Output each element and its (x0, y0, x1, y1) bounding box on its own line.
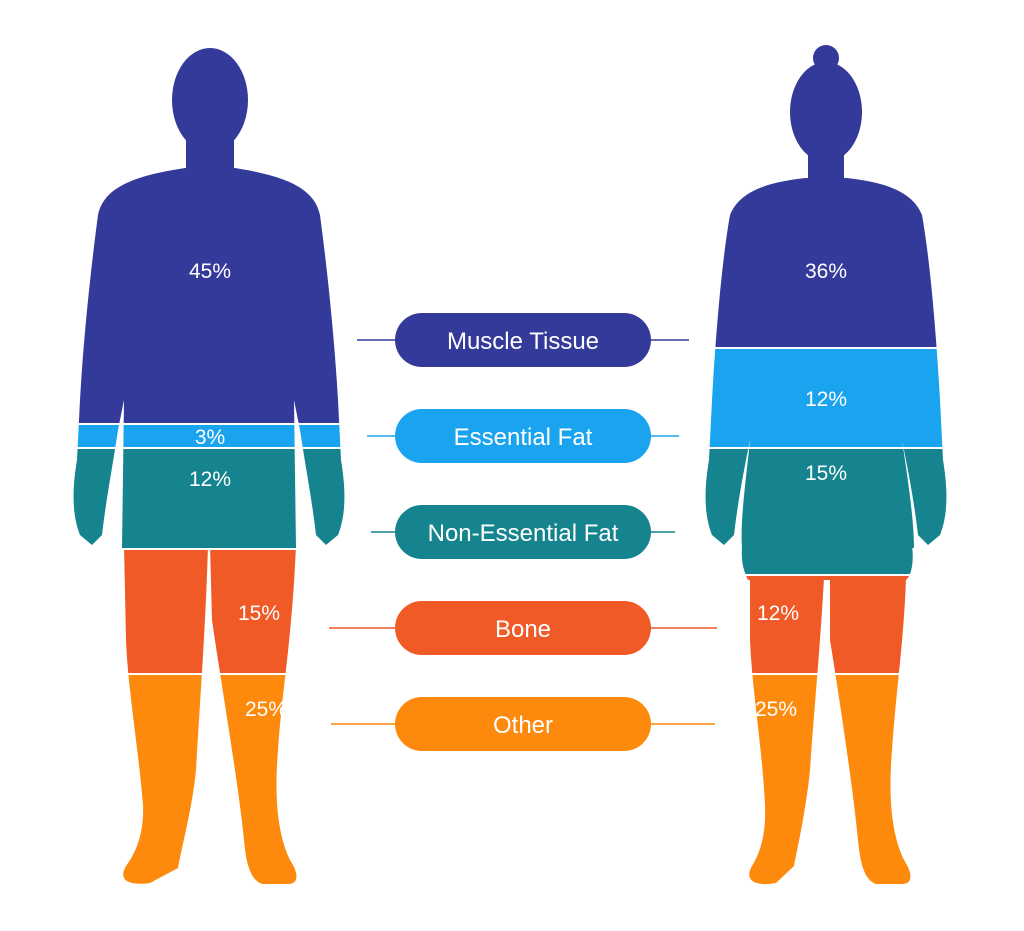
legend-pill-essential-fat (395, 409, 651, 463)
male-figure (73, 48, 345, 884)
female-bone-percent: 12% (757, 602, 799, 625)
legend-label-non-essential-fat: Non-Essential Fat (428, 520, 619, 547)
legend: Muscle Tissue Essential Fat Non-Essentia… (329, 313, 717, 751)
legend-pill-other (395, 697, 651, 751)
legend-label-other: Other (493, 712, 553, 739)
male-bone-percent: 15% (238, 602, 280, 625)
male-non-essential-fat-percent: 12% (189, 468, 231, 491)
legend-label-muscle: Muscle Tissue (447, 328, 599, 355)
female-muscle-percent: 36% (805, 260, 847, 283)
legend-label-bone: Bone (495, 616, 551, 643)
male-muscle-percent: 45% (189, 260, 231, 283)
legend-pill-muscle (395, 313, 651, 367)
female-bone-band (705, 575, 947, 674)
male-other-band (73, 674, 345, 884)
male-essential-fat-percent: 3% (195, 426, 225, 449)
female-other-band (705, 674, 947, 885)
female-essential-fat-percent: 12% (805, 388, 847, 411)
legend-label-essential-fat: Essential Fat (454, 424, 593, 451)
male-muscle-band (73, 48, 345, 424)
female-other-percent: 25% (755, 698, 797, 721)
male-other-percent: 25% (245, 698, 287, 721)
female-non-essential-fat-percent: 15% (805, 462, 847, 485)
legend-pill-non-essential-fat (395, 505, 651, 559)
female-muscle-band (705, 45, 947, 348)
male-non-essential-fat-band (73, 448, 345, 549)
legend-pill-bone (395, 601, 651, 655)
female-essential-fat-band (705, 348, 947, 448)
male-bone-band (73, 549, 345, 674)
